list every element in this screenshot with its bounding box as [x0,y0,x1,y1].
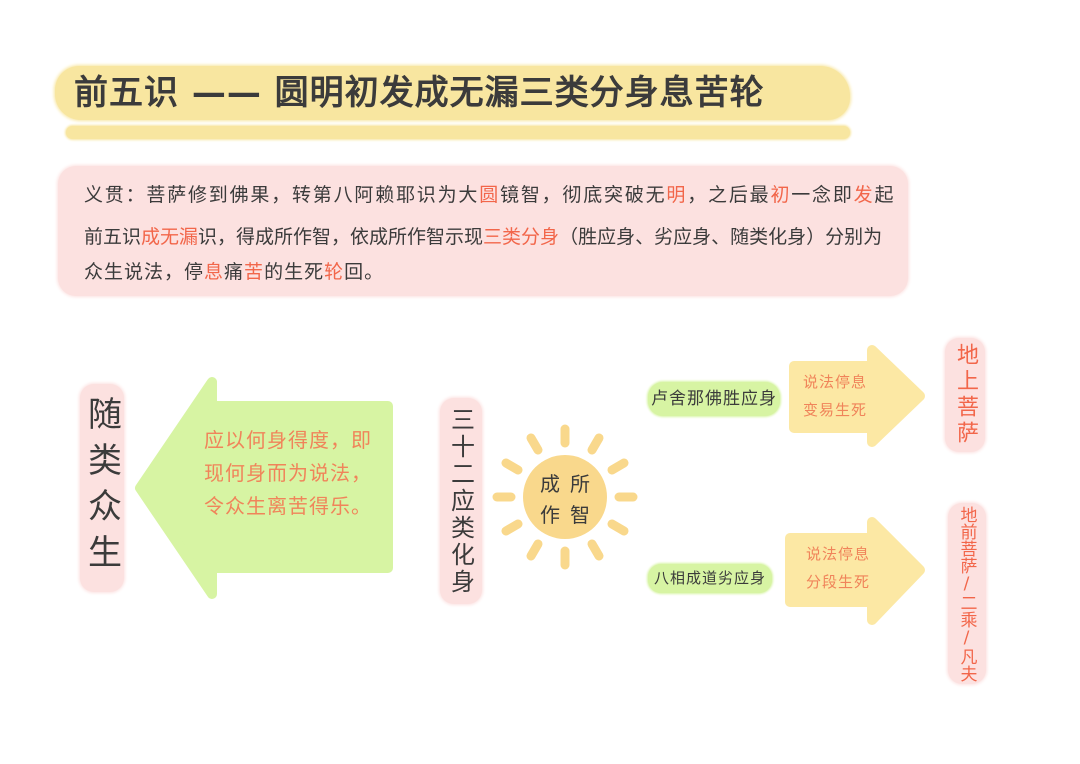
explanation-text: 识，得成所作智，依成所作智示现 [198,226,484,248]
left-arrow-line: 应以何身得度，即 [204,428,372,452]
upper-arrow-line: 变易生死 [803,401,868,419]
explanation-line: 义贯：菩萨修到佛果，转第八阿赖耶识为大圆镜智，彻底突破无明，之后最初一念即发起 [84,182,895,208]
lower-arrow-text: 说法停息 分段生死 [806,540,870,596]
page-title: 前五识 —— 圆明初发成无漏三类分身息苦轮 [74,73,765,113]
highlighted-keyword: 息 [204,261,225,283]
title-underline-strip [66,126,850,139]
highlighted-keyword: 三类分身 [483,226,560,248]
center-label: 三十二应类化身 [446,406,475,596]
left-arrow-shape [135,377,393,599]
explanation-text: 镜智，彻底突破无 [500,184,667,206]
lower-branch-pill: 八相成道劣应身 [648,564,772,593]
title-highlight-band [55,66,850,120]
sun-label-line: 成所 [540,472,600,496]
sun-ray [587,433,604,455]
center-label-box: 三十二应类化身 [440,398,482,604]
lower-target-box: 地前菩萨/二乘/凡夫 [948,503,986,684]
explanation-line: 众生说法，停息痛苦的生死轮回。 [84,259,384,285]
highlighted-keyword: 初 [770,184,792,206]
explanation-text: 众生说法，停 [84,261,205,283]
sun-ray [501,458,523,475]
lower-arrow-line: 分段生死 [806,573,871,591]
left-arrow-text: 应以何身得度，即 现何身而为说法， 令众生离苦得乐。 [204,424,386,523]
highlighted-keyword: 圆 [479,184,501,206]
explanation-panel [58,166,908,296]
sun-label-line: 作智 [540,503,600,527]
explanation-text: 起 [874,184,896,206]
highlighted-keyword: 轮 [324,261,345,283]
upper-arrow-text: 说法停息 变易生死 [803,368,867,424]
highlighted-keyword: 发 [853,184,875,206]
upper-right-arrow-shape [789,345,925,447]
explanation-line: 前五识成无漏识，得成所作智，依成所作智示现三类分身（胜应身、劣应身、随类化身）分… [84,224,882,250]
sun-label: 成所 作智 [525,469,605,531]
lower-right-arrow-shape [785,517,925,625]
sun-circle [523,455,607,539]
upper-arrow-line: 说法停息 [803,373,868,391]
upper-target-box: 地上菩萨 [945,338,985,452]
explanation-text: 一念即 [791,184,854,206]
explanation-text: 义贯：菩萨修到佛果，转第八阿赖耶识为大 [84,184,480,206]
sun-ray [607,458,629,475]
explanation-text: 前五识 [84,226,142,248]
left-arrow-line: 令众生离苦得乐。 [204,494,372,518]
sun-ray [526,433,543,455]
highlighted-keyword: 成无漏 [141,226,199,248]
left-target-label: 随类众生 [81,396,122,580]
sun-ray [526,539,543,561]
upper-branch-pill: 卢舍那佛胜应身 [648,382,780,416]
left-target-box: 随类众生 [80,384,124,592]
sun-ray [607,519,629,536]
lower-arrow-line: 说法停息 [806,545,871,563]
explanation-text: 痛 [224,261,245,283]
highlighted-keyword: 苦 [244,261,265,283]
explanation-text: （胜应身、劣应身、随类化身）分别为 [559,226,883,248]
sun-ray [587,539,604,561]
upper-target-label: 地上菩萨 [953,343,978,447]
sun-rays [492,424,638,570]
left-arrow-line: 现何身而为说法， [204,461,372,485]
explanation-text: 回。 [344,261,385,283]
sun-ray [501,519,523,536]
explanation-text: ，之后最 [687,184,771,206]
highlighted-keyword: 明 [666,184,688,206]
lower-target-label: 地前菩萨/二乘/凡夫 [956,505,977,682]
explanation-text: 的生死 [264,261,325,283]
